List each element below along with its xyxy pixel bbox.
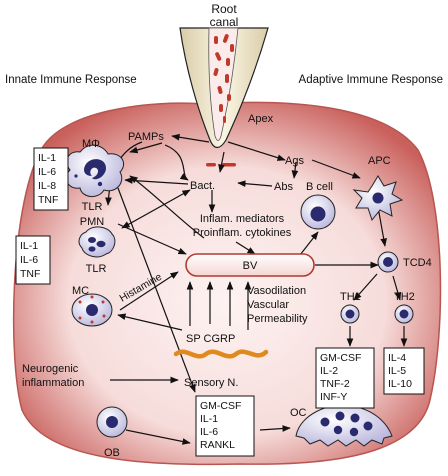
cytokine-item: IL-10	[388, 378, 412, 390]
arrow-ags-apc	[311, 159, 361, 179]
root-canal-label-2: canal	[210, 15, 239, 29]
cytokine-item: IL-5	[388, 365, 406, 377]
root-canal-label-1: Root	[211, 2, 237, 16]
arrow-pmn-bv	[117, 223, 187, 255]
neurogenic-label: Neurogenic	[22, 363, 79, 375]
tlr-label-bottom: TLR	[86, 263, 107, 275]
cytokine-item: IL-1	[20, 240, 38, 252]
pmn-cell	[78, 226, 116, 258]
cytokine-item: IL-6	[200, 426, 218, 438]
bv-label: BV	[243, 260, 258, 272]
cytokine-item: TNF	[20, 268, 40, 280]
cytokine-item: IL-6	[38, 166, 56, 178]
canal-bacteria	[213, 34, 234, 123]
arrow-bv-bcell	[299, 231, 319, 256]
cytokine-item: IL-8	[38, 180, 56, 192]
vasodilation-label: Vasodilation	[247, 285, 306, 297]
root-canal	[179, 27, 269, 149]
arrow-bact-pmn	[121, 189, 191, 229]
blood-vessel	[185, 253, 315, 277]
inflammation-label: inflammation	[22, 377, 84, 389]
oc-label: OC	[290, 407, 307, 419]
cytokine-item: INF-Y	[320, 391, 347, 403]
apc-label: APC	[368, 155, 391, 167]
arrow-pamps-macrophage	[129, 142, 163, 154]
innate-immune-title: Innate Immune Response	[5, 74, 137, 86]
proinflam-cytokines-label: Proinflam. cytokines	[193, 227, 292, 239]
mast-cell	[71, 293, 113, 327]
bact-label: Bact.	[190, 180, 215, 192]
apex-bacteria	[206, 163, 236, 167]
cytokine-item: GM-CSF	[320, 352, 361, 364]
pathway-arrows	[105, 133, 408, 445]
th2-label: TH2	[394, 291, 415, 303]
sensory-nerve-label: Sensory N.	[184, 377, 238, 389]
th1-cell	[340, 304, 360, 324]
bone-cytokine-box: GM-CSF IL-1 IL-6 RANKL	[195, 395, 255, 457]
adaptive-immune-title: Adaptive Immune Response	[299, 74, 443, 86]
b-cell	[300, 194, 336, 230]
cytokine-item: IL-1	[38, 152, 56, 164]
cytokine-item: IL-2	[320, 365, 338, 377]
pmn-label: PMN	[80, 216, 105, 228]
osteoclast-cell	[295, 404, 393, 447]
cytokine-item: TNF-2	[320, 378, 350, 390]
mc-label: MC	[72, 285, 89, 297]
tcd4-label: TCD4	[403, 257, 432, 269]
th2-cytokine-box: IL-4 IL-5 IL-10	[383, 347, 425, 395]
th2-cell	[394, 304, 414, 324]
arrow-apex-pamps	[171, 133, 210, 143]
pamps-label: PAMPs	[128, 131, 164, 143]
sensory-nerve	[173, 349, 269, 359]
arrow-mediators-macrophage	[129, 175, 205, 239]
pmn-cytokine-box: IL-1 IL-6 TNF	[15, 235, 51, 285]
arrow-apc-tcd4	[377, 206, 387, 247]
permeability-label: Permeability	[247, 313, 308, 325]
th1-cytokine-box: GM-CSF IL-2 TNF-2 INF-Y	[315, 347, 375, 409]
tcd4-cell	[377, 251, 399, 273]
arrow-macrophage-bone	[117, 187, 196, 393]
apc-cell	[352, 175, 404, 222]
cytokine-item: TNF	[38, 194, 58, 206]
cytokine-item: RANKL	[200, 439, 235, 451]
macrophage-label: MΦ	[82, 138, 100, 150]
arrow-tcd4-th2	[392, 275, 402, 301]
macrophage-cytokine-box: IL-1 IL-6 IL-8 TNF	[33, 147, 69, 211]
cytokine-item: GM-CSF	[200, 400, 241, 412]
vascular-label: Vascular	[247, 299, 289, 311]
cytokine-item: IL-6	[20, 254, 38, 266]
cytokine-item: IL-1	[200, 413, 218, 425]
arrow-abs-bact	[237, 180, 273, 188]
macrophage-cell	[65, 144, 124, 197]
abs-label: Abs	[274, 181, 293, 193]
tlr-label-top: TLR	[82, 201, 103, 213]
arrow-mc-bv	[119, 271, 179, 311]
inflam-mediators-label: Inflam. mediators	[200, 213, 285, 225]
cytokine-item: IL-4	[388, 352, 406, 364]
arrow-bone-oc	[259, 425, 291, 432]
arrow-ags-bcell	[291, 161, 299, 179]
arrow-sp-mc	[117, 313, 183, 331]
th1-label: TH1	[340, 291, 361, 303]
arrow-mediators-bv	[235, 241, 256, 255]
arrow-tcd4-th1	[353, 273, 378, 301]
arrow-apex-bact	[218, 151, 225, 173]
arrow-apex-ags	[227, 141, 286, 161]
osteoblast-cell	[96, 406, 128, 438]
ags-label: Ags	[285, 155, 304, 167]
b-cell-label: B cell	[306, 181, 333, 193]
sp-cgrp-label: SP CGRP	[186, 333, 235, 345]
arrow-pamps-bact	[164, 144, 189, 181]
apex-label: Apex	[248, 113, 274, 125]
ob-label: OB	[104, 447, 120, 459]
arrow-ob-bone	[125, 429, 191, 445]
